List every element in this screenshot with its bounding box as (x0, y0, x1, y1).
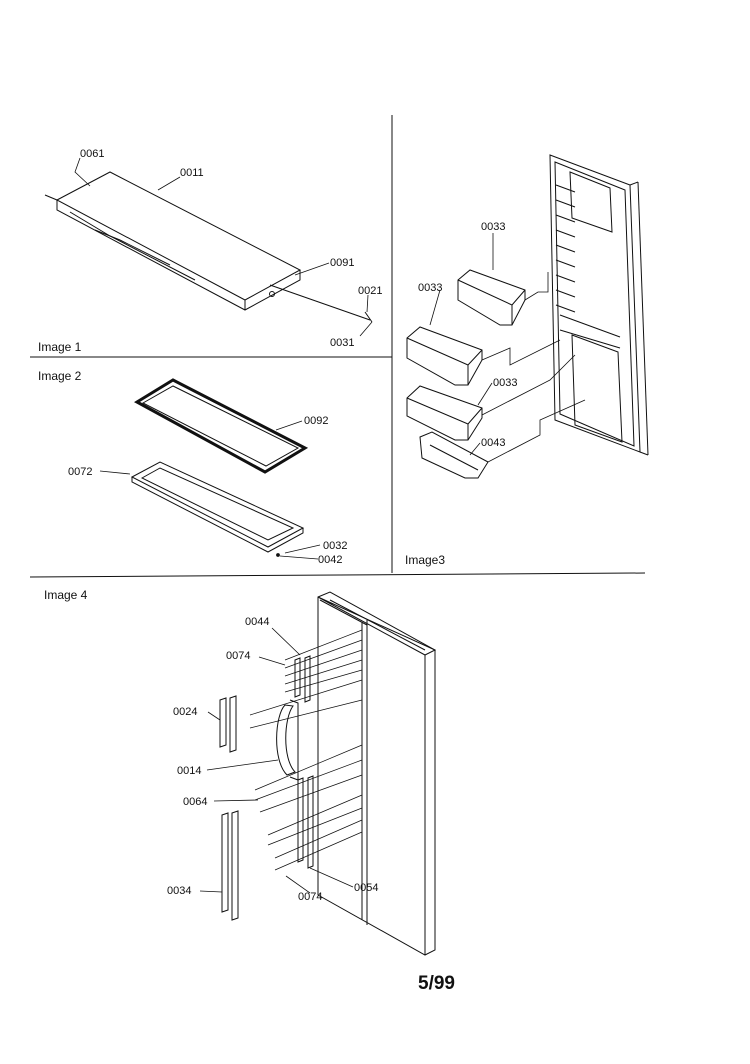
section-label-image-3: Image3 (405, 553, 446, 567)
shelf-drawing (45, 172, 372, 322)
section-label-image-4: Image 4 (44, 588, 88, 602)
part-label: 0074 (226, 650, 251, 662)
door-drawing (550, 155, 648, 455)
frame-drawing (132, 462, 303, 552)
shelf-leaders (75, 158, 372, 336)
gasket-drawing (137, 380, 305, 472)
part-label: 0061 (80, 148, 105, 160)
part-label: 0072 (68, 466, 93, 478)
part-label: 0033 (481, 221, 506, 233)
part-label: 0064 (183, 796, 208, 808)
door-panel-drawing (318, 592, 435, 955)
part-label: 0044 (245, 616, 270, 628)
part-label: 0034 (167, 885, 192, 897)
fastener-lines (250, 630, 362, 870)
gasket-leaders (100, 421, 320, 559)
handle-drawing (220, 656, 313, 920)
section-label-image-1: Image 1 (38, 340, 82, 354)
part-label: 0091 (330, 257, 355, 269)
door-leaders (200, 628, 353, 893)
part-label: 0033 (418, 282, 443, 294)
part-label: 0033 (493, 377, 518, 389)
bin-drawings (407, 270, 525, 478)
part-label: 0024 (173, 706, 198, 718)
part-label: 0021 (358, 285, 383, 297)
part-label: 0032 (323, 540, 348, 552)
part-label: 0054 (354, 882, 379, 894)
page-number: 5/99 (418, 973, 455, 994)
part-label: 0043 (481, 437, 506, 449)
part-label: 0014 (177, 765, 202, 777)
part-label: 0011 (180, 167, 204, 179)
part-label: 0092 (304, 415, 329, 427)
part-label: 0042 (318, 554, 343, 566)
part-label: 0074 (298, 891, 323, 903)
part-label: 0031 (330, 337, 355, 349)
bin-leaders (430, 233, 585, 462)
section-dividers (30, 115, 645, 577)
section-label-image-2: Image 2 (38, 369, 82, 383)
